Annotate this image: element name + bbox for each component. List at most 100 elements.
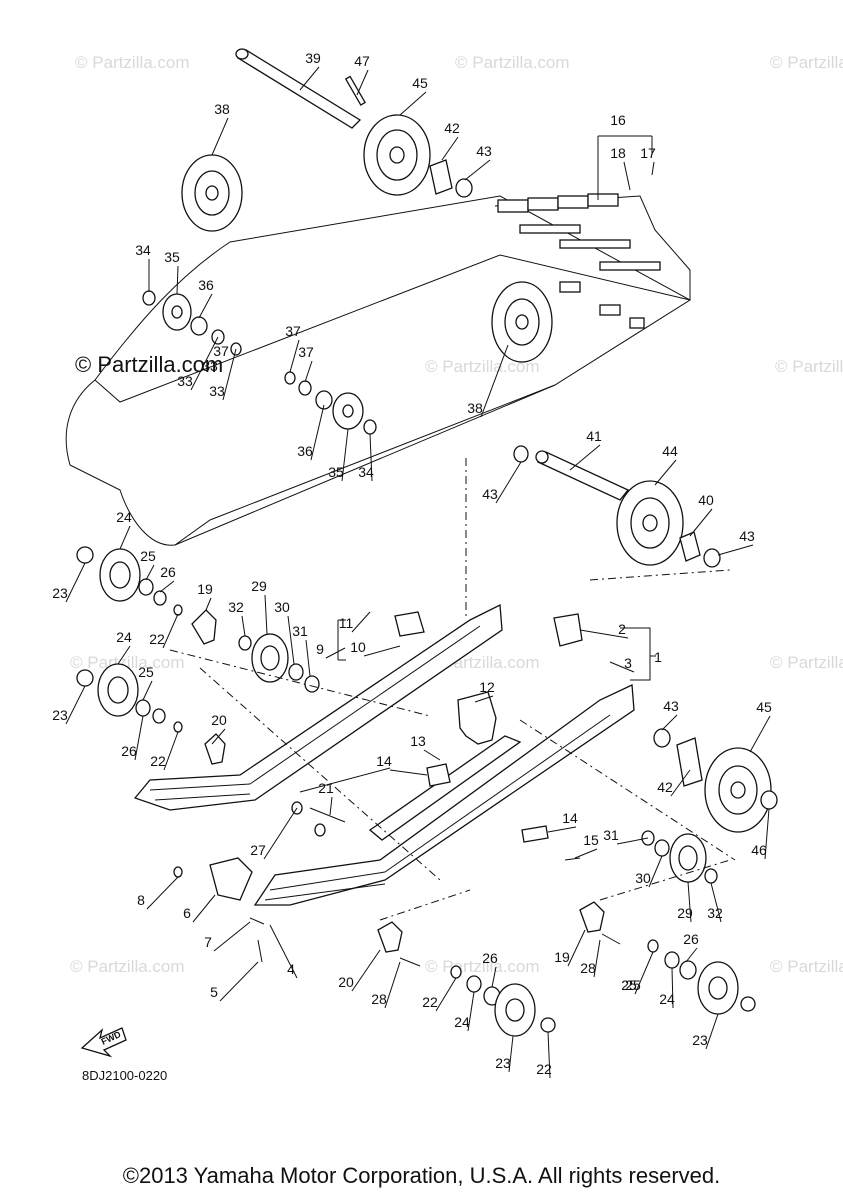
leader-line (593, 939, 601, 978)
leader-line (384, 961, 401, 1009)
leader-line (616, 837, 649, 845)
brackets-19-20 (191, 609, 226, 765)
leader-line (648, 855, 663, 888)
leader-line (299, 66, 320, 91)
callout-number: 41 (586, 428, 602, 444)
callout-number: 45 (412, 75, 428, 91)
fwd-arrow-icon: FWD (80, 1027, 127, 1058)
leader-line (671, 967, 674, 1009)
leader-line (205, 597, 212, 611)
callout-number: 4 (287, 961, 295, 977)
callout-number: 32 (228, 599, 244, 615)
leader-line (474, 695, 494, 703)
callout-number: 34 (358, 464, 374, 480)
callout-number: 26 (121, 743, 137, 759)
leader-line (134, 715, 144, 761)
right-wheel-29 (641, 830, 718, 884)
callout-number: 36 (297, 443, 313, 459)
callout-number: 23 (52, 707, 68, 723)
callout-number: 36 (198, 277, 214, 293)
callout-number: 23 (52, 585, 68, 601)
callout-number: 29 (677, 905, 693, 921)
leader-line (145, 564, 155, 581)
center-wheel-29 (238, 633, 320, 693)
callout-number: 43 (482, 486, 498, 502)
copyright-notice: ©2013 Yamaha Motor Corporation, U.S.A. A… (122, 1163, 721, 1188)
callout-number: 43 (739, 528, 755, 544)
bearings-center-upper (284, 371, 377, 435)
callout-number: 40 (698, 492, 714, 508)
leader-line (567, 929, 586, 967)
callout-number: 16 (610, 112, 626, 128)
leader-line (687, 881, 692, 923)
wheel-38-top (181, 154, 243, 232)
leader-line (341, 428, 349, 482)
callout-number: 7 (204, 934, 212, 950)
leader-line (213, 921, 251, 952)
leader-line (569, 444, 601, 471)
leader-line (241, 615, 246, 637)
axle-41 (513, 445, 630, 501)
leader-line (65, 562, 86, 603)
callout-number: 20 (211, 712, 227, 728)
brackets-2-12-13 (394, 611, 583, 843)
collar-42-top (429, 159, 473, 198)
leader-line (305, 639, 311, 677)
watermark-text: © Partzilla.com (770, 957, 843, 976)
callout-number: 24 (116, 629, 132, 645)
leader-line (661, 714, 678, 731)
leader-line (269, 924, 298, 979)
track-lugs (497, 193, 661, 329)
leader-line (717, 544, 754, 556)
leader-lines (65, 66, 771, 1079)
leader-line (310, 404, 325, 461)
leader-line (689, 508, 713, 537)
leader-line (211, 117, 229, 156)
leader-line (219, 961, 259, 1002)
callout-number: 26 (482, 950, 498, 966)
leader-line (491, 966, 497, 988)
leader-line (547, 826, 577, 833)
watermark-text: © Partzilla.com (775, 357, 843, 376)
leader-line (441, 136, 459, 161)
callout-number: 37 (285, 323, 301, 339)
leader-line (495, 461, 522, 504)
callout-number: 25 (621, 977, 637, 993)
leader-line (435, 977, 457, 1012)
leader-line (117, 645, 131, 665)
callout-number: 19 (554, 949, 570, 965)
front-parts (173, 767, 581, 963)
callout-number: 26 (683, 931, 699, 947)
leader-line (423, 749, 441, 761)
leader-line (263, 807, 298, 860)
leader-line (399, 91, 427, 116)
diagram-code: 8DJ2100-0220 (82, 1068, 167, 1083)
watermark-text: © Partzilla.com (75, 53, 190, 72)
leader-line (192, 894, 216, 923)
leader-line (65, 685, 86, 725)
slide-rail-right (253, 684, 635, 906)
leader-line (287, 615, 295, 665)
callout-number: 6 (183, 905, 191, 921)
callout-number: 13 (410, 733, 426, 749)
callout-number: 35 (164, 249, 180, 265)
leader-line (356, 69, 369, 96)
collar-40 (679, 531, 721, 568)
leader-line (351, 611, 371, 633)
callout-number: 28 (371, 991, 387, 1007)
callout-number: 44 (662, 443, 678, 459)
leader-line (369, 433, 373, 482)
leader-line (222, 348, 237, 401)
callout-number: 26 (160, 564, 176, 580)
callout-number: 28 (580, 960, 596, 976)
callout-number: 39 (305, 50, 321, 66)
callout-number: 2 (618, 621, 626, 637)
callout-number: 3 (624, 655, 632, 671)
leader-line (198, 293, 213, 319)
leader-line (749, 715, 771, 753)
callout-number: 22 (150, 753, 166, 769)
group-bracket (620, 627, 656, 681)
watermark-text: © Partzilla.com (770, 53, 843, 72)
leader-line (159, 580, 175, 593)
